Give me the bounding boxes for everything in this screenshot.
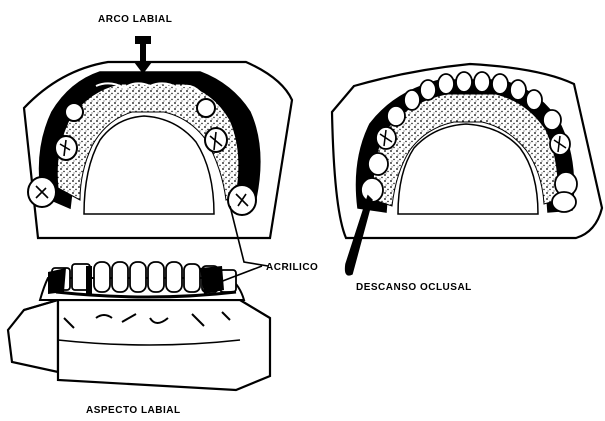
label-right: DESCANSO OCLUSAL — [356, 282, 472, 293]
labial-view-model — [8, 262, 270, 390]
label-bottom: ASPECTO LABIAL — [86, 405, 181, 416]
right-cast — [332, 64, 602, 275]
label-middle: ACRILICO — [266, 262, 318, 273]
left-cast — [24, 36, 292, 238]
label-top: ARCO LABIAL — [98, 14, 172, 25]
